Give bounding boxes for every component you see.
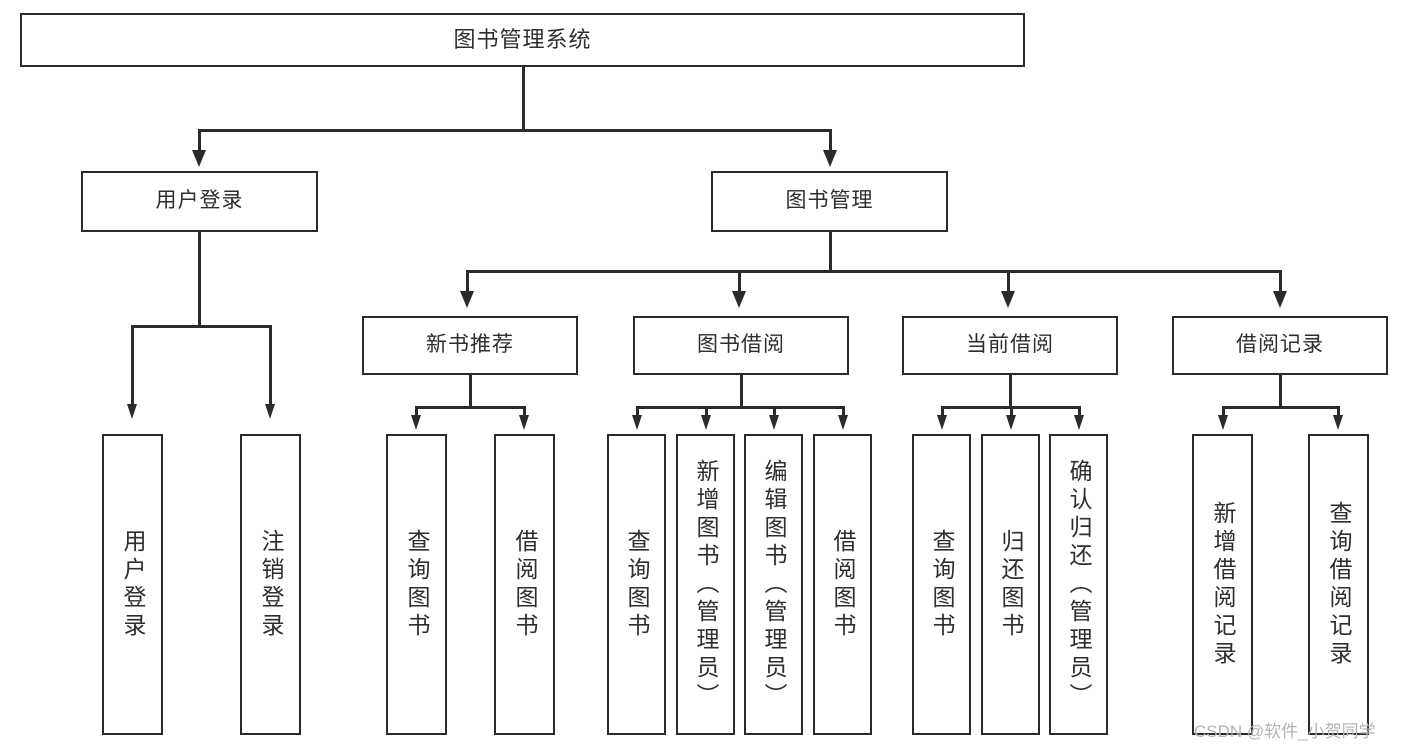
edge-root-to-user-login [198, 129, 201, 154]
edge-new-book-to-leaf-1 [415, 406, 418, 418]
edge-bm-to-borrow-record [1279, 270, 1282, 295]
arrowhead-to-book-management [823, 150, 837, 167]
node-label: 当前借阅 [966, 333, 1054, 357]
edge-user-login-split-bar [131, 325, 269, 328]
edge-new-book-split-bar [415, 406, 525, 409]
edge-new-book-stem [469, 375, 472, 408]
leaf-new-book-query-book[interactable]: 查询图书 [386, 434, 447, 735]
arrowhead-to-current-borrow [1001, 291, 1015, 308]
edge-new-book-to-leaf-2 [523, 406, 526, 418]
edge-book-borrow-stem [740, 375, 743, 408]
edge-user-login-stem [198, 232, 201, 327]
arrowhead-br-leaf-1 [1218, 415, 1228, 430]
node-label: 借阅记录 [1236, 333, 1324, 357]
node-root-book-management-system[interactable]: 图书管理系统 [20, 13, 1025, 67]
edge-user-login-to-leaf-2 [269, 325, 272, 408]
node-label: 编辑图书（管理员） [761, 458, 787, 711]
edge-bb-to-leaf-3 [773, 406, 776, 418]
edge-book-borrow-split-bar [636, 406, 844, 409]
arrowhead-user-login-leaf-1 [127, 404, 137, 419]
edge-bb-to-leaf-4 [842, 406, 845, 418]
arrowhead-bb-leaf-1 [632, 415, 642, 430]
arrowhead-bb-leaf-3 [769, 415, 779, 430]
arrowhead-to-new-book-recommend [460, 291, 474, 308]
edge-bm-to-book-borrow [738, 270, 741, 295]
node-label: 图书借阅 [697, 333, 785, 357]
node-label: 借阅图书 [512, 528, 538, 641]
node-label: 查询借阅记录 [1326, 500, 1352, 669]
node-label: 用户登录 [120, 528, 146, 641]
leaf-user-login-logout[interactable]: 注销登录 [240, 434, 301, 735]
arrowhead-br-leaf-2 [1333, 415, 1343, 430]
leaf-borrow-record-add-record[interactable]: 新增借阅记录 [1192, 434, 1253, 735]
leaf-new-book-borrow-book[interactable]: 借阅图书 [494, 434, 555, 735]
leaf-user-login-login[interactable]: 用户登录 [102, 434, 163, 735]
edge-cb-to-leaf-2 [1010, 406, 1013, 418]
node-label: 用户登录 [155, 189, 244, 213]
node-new-book-recommend[interactable]: 新书推荐 [362, 316, 578, 375]
edge-user-login-to-leaf-1 [131, 325, 134, 408]
edge-br-to-leaf-2 [1337, 406, 1340, 418]
node-label: 查询图书 [404, 528, 430, 641]
node-book-borrow[interactable]: 图书借阅 [633, 316, 849, 375]
arrowhead-to-user-login [192, 150, 206, 167]
leaf-book-borrow-add-book-admin[interactable]: 新增图书（管理员） [676, 434, 735, 735]
node-label: 新书推荐 [426, 333, 514, 357]
node-label: 借阅图书 [830, 528, 856, 641]
edge-root-split-bar [198, 129, 832, 132]
node-label: 图书管理系统 [453, 27, 592, 53]
arrowhead-bb-leaf-2 [701, 415, 711, 430]
node-label: 图书管理 [785, 189, 874, 213]
node-label: 注销登录 [258, 528, 284, 641]
arrowhead-cb-leaf-3 [1074, 415, 1084, 430]
edge-br-to-leaf-1 [1222, 406, 1225, 418]
node-user-login[interactable]: 用户登录 [81, 171, 318, 232]
node-label: 新增借阅记录 [1210, 500, 1236, 669]
edge-book-management-split-bar [466, 270, 1281, 273]
arrowhead-to-borrow-record [1273, 291, 1287, 308]
edge-borrow-record-stem [1279, 375, 1282, 408]
leaf-book-borrow-edit-book-admin[interactable]: 编辑图书（管理员） [744, 434, 803, 735]
edge-bm-to-current-borrow [1007, 270, 1010, 295]
arrowhead-to-book-borrow [732, 291, 746, 308]
node-label: 查询图书 [624, 528, 650, 641]
edge-book-management-stem [829, 232, 832, 272]
arrowhead-cb-leaf-2 [1006, 415, 1016, 430]
node-book-management[interactable]: 图书管理 [711, 171, 948, 232]
edge-cb-to-leaf-3 [1078, 406, 1081, 418]
node-label: 归还图书 [998, 528, 1024, 641]
arrowhead-new-book-leaf-1 [411, 415, 421, 430]
arrowhead-new-book-leaf-2 [519, 415, 529, 430]
edge-root-to-book-management [829, 129, 832, 154]
node-label: 新增图书（管理员） [693, 458, 719, 711]
node-label: 确认归还（管理员） [1066, 458, 1092, 711]
leaf-current-borrow-return-book[interactable]: 归还图书 [981, 434, 1040, 735]
csdn-watermark: CSDN @软件_小贺同学 [1194, 722, 1376, 741]
node-borrow-record[interactable]: 借阅记录 [1172, 316, 1388, 375]
arrowhead-user-login-leaf-2 [265, 404, 275, 419]
edge-current-borrow-stem [1009, 375, 1012, 408]
edge-bb-to-leaf-1 [636, 406, 639, 418]
node-label: 查询图书 [929, 528, 955, 641]
edge-root-stem [522, 67, 525, 131]
arrowhead-bb-leaf-4 [838, 415, 848, 430]
edge-bb-to-leaf-2 [705, 406, 708, 418]
leaf-borrow-record-query-record[interactable]: 查询借阅记录 [1308, 434, 1369, 735]
arrowhead-cb-leaf-1 [937, 415, 947, 430]
leaf-current-borrow-query-book[interactable]: 查询图书 [912, 434, 971, 735]
edge-bm-to-new-book [466, 270, 469, 295]
leaf-current-borrow-confirm-return-admin[interactable]: 确认归还（管理员） [1049, 434, 1108, 735]
node-current-borrow[interactable]: 当前借阅 [902, 316, 1118, 375]
edge-borrow-record-split-bar [1222, 406, 1339, 409]
leaf-book-borrow-query-book[interactable]: 查询图书 [607, 434, 666, 735]
leaf-book-borrow-borrow-book[interactable]: 借阅图书 [813, 434, 872, 735]
edge-cb-to-leaf-1 [941, 406, 944, 418]
